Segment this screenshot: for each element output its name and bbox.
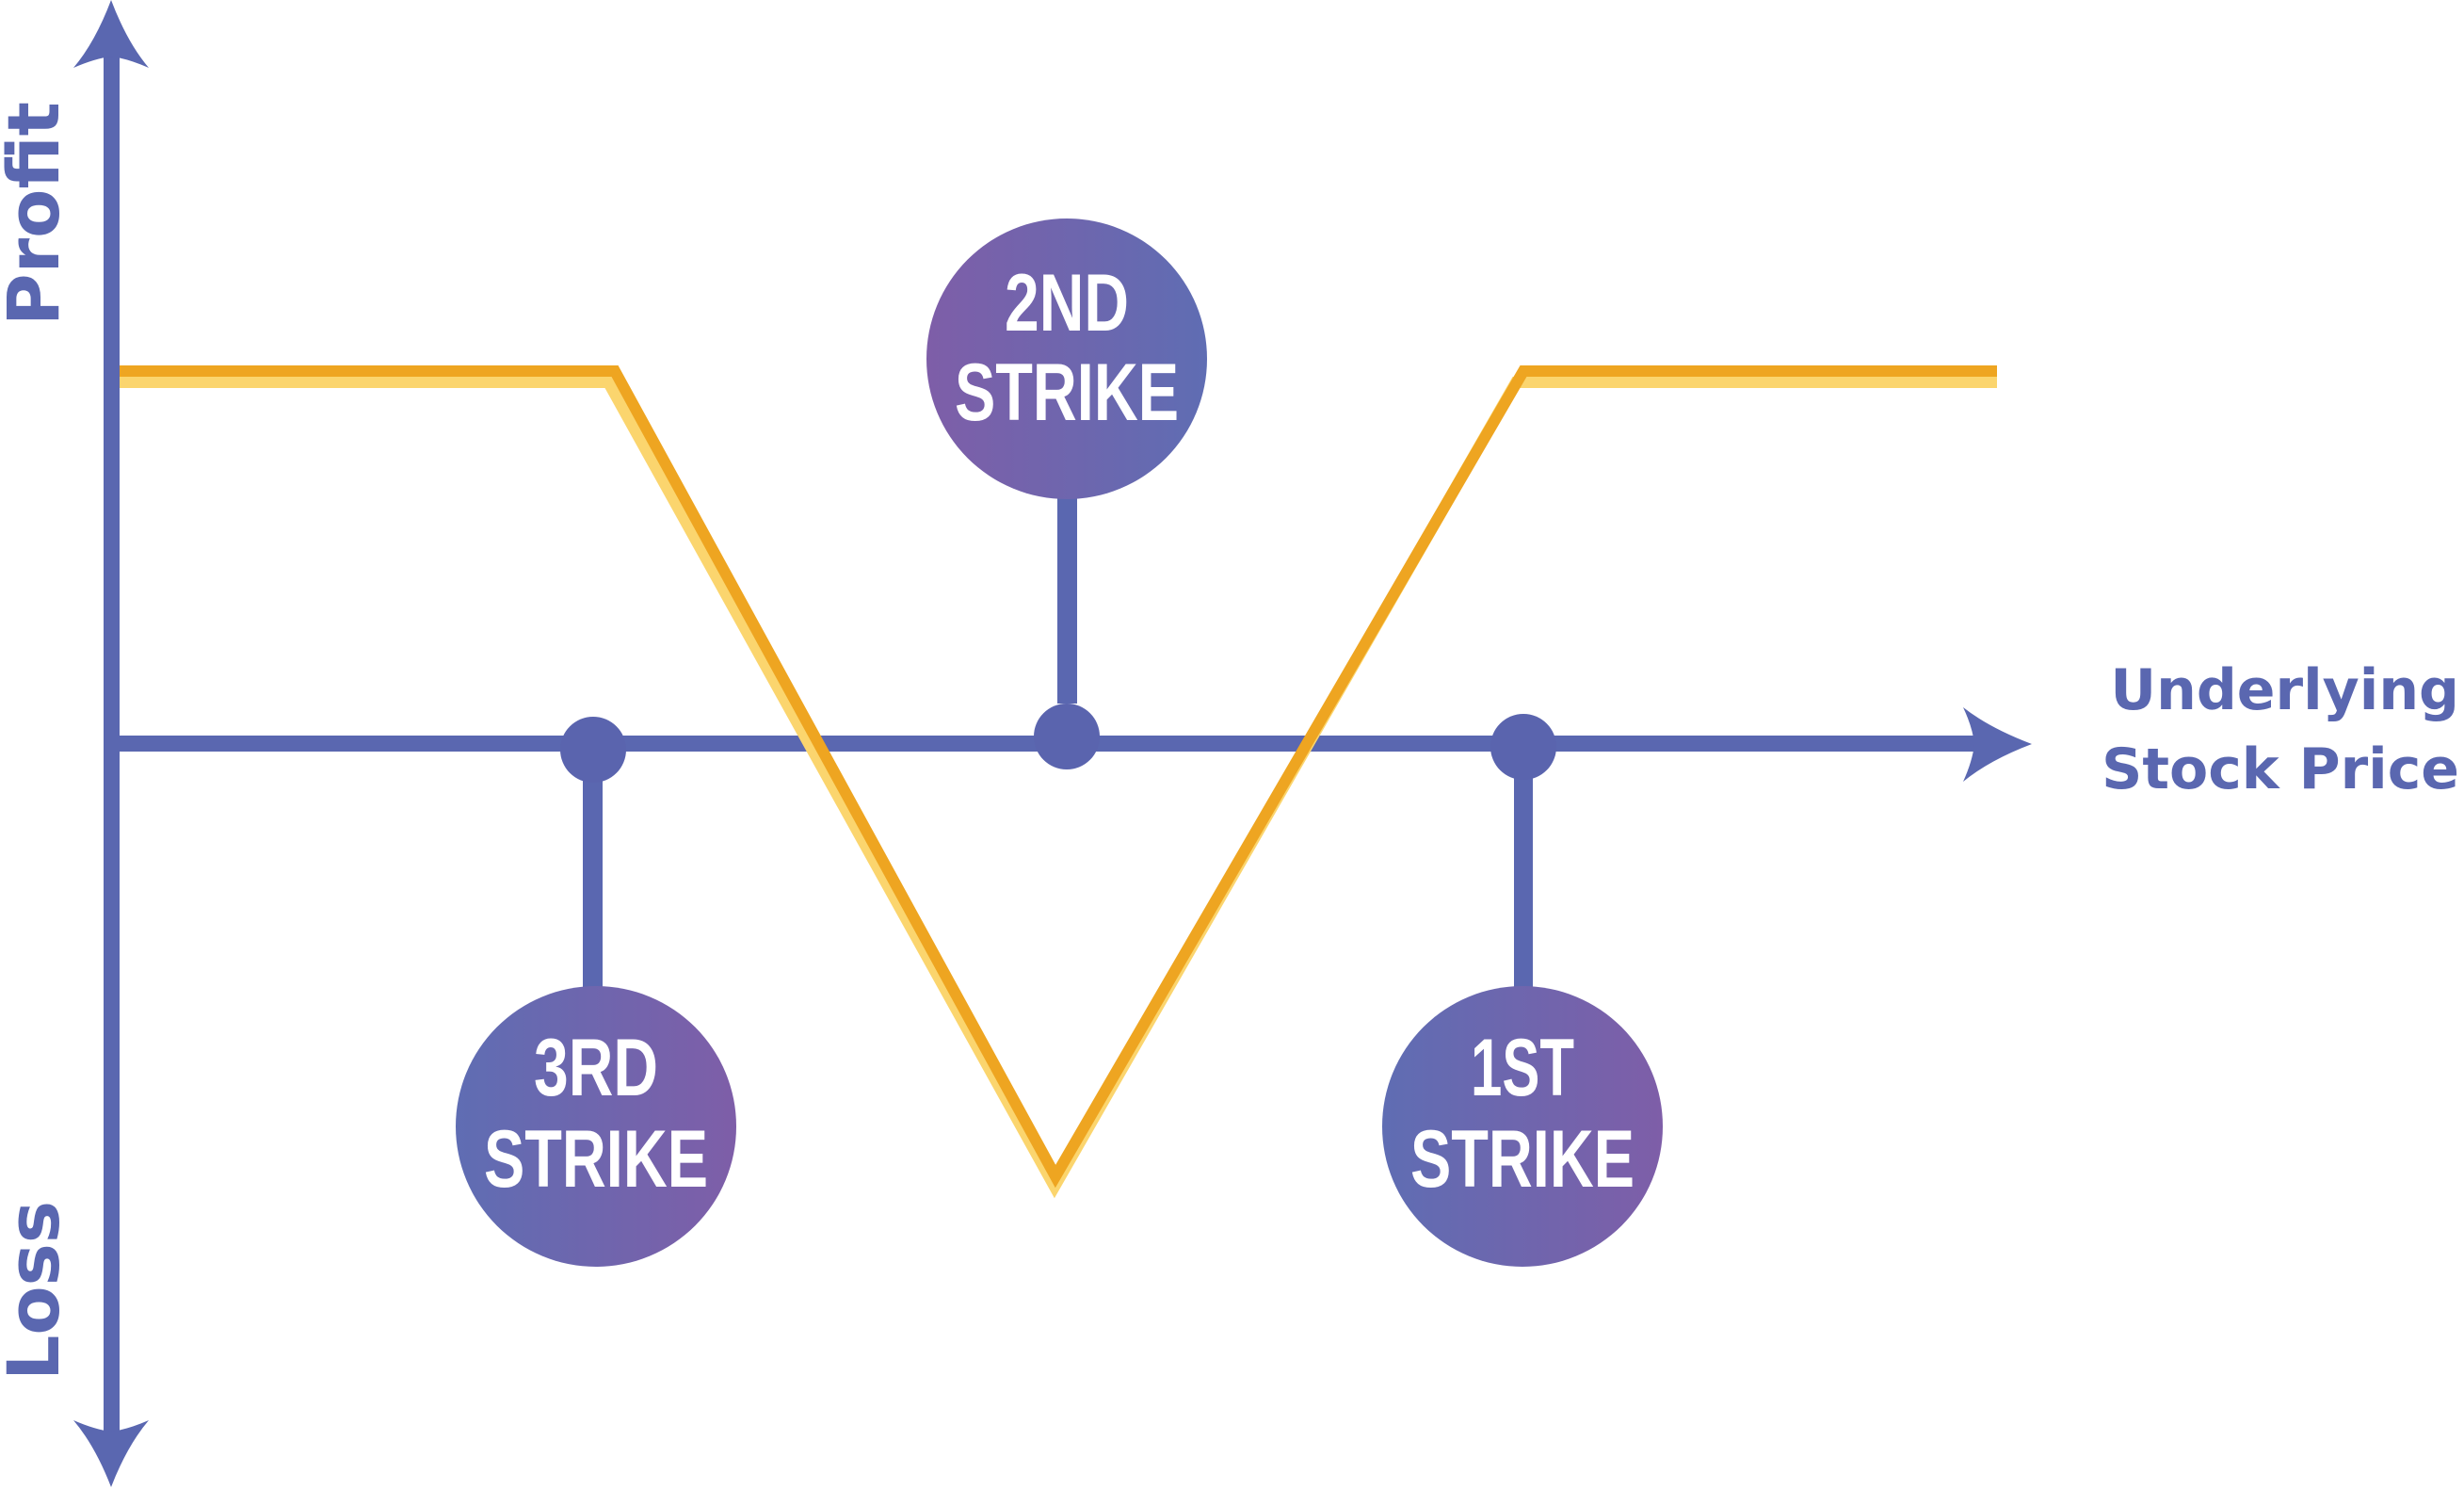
up-arrow-icon (73, 0, 149, 68)
strike-2nd: 2ND STRIKE (926, 218, 1207, 769)
payoff-line-shadow (120, 377, 1997, 1199)
strike-3rd-badge (456, 986, 736, 1267)
strike-1st-dot (1490, 714, 1556, 780)
strike-3rd-dot (560, 717, 626, 783)
strike-1st: 1ST STRIKE (1382, 714, 1663, 1267)
loss-label: Loss (0, 1201, 75, 1381)
payoff-series (120, 365, 1997, 1199)
strike-1st-line2: STRIKE (1410, 1114, 1635, 1205)
strike-2nd-dot (1034, 704, 1100, 769)
strike-2nd-line1: 2ND (1005, 258, 1129, 348)
strike-1st-badge (1382, 986, 1663, 1267)
strike-2nd-connector (1057, 490, 1077, 704)
payoff-line (120, 365, 1997, 1189)
x-axis-label-line1: Underlying (2110, 657, 2459, 723)
strike-3rd-connector (583, 772, 603, 989)
down-arrow-icon (73, 1420, 149, 1487)
strike-3rd: 3RD STRIKE (456, 717, 736, 1267)
y-axis: Profit Loss (0, 0, 149, 1487)
strike-2nd-line2: STRIKE (955, 348, 1179, 438)
strike-1st-line1: 1ST (1471, 1023, 1574, 1113)
profit-label: Profit (0, 102, 75, 326)
x-axis-label-line2: Stock Price (2102, 736, 2459, 802)
strike-3rd-line2: STRIKE (484, 1114, 708, 1205)
y-axis-line (104, 55, 120, 1432)
strike-3rd-line1: 3RD (534, 1023, 658, 1113)
right-arrow-icon (1963, 707, 2032, 782)
strike-1st-connector (1514, 772, 1533, 989)
strike-2nd-badge (926, 218, 1207, 499)
